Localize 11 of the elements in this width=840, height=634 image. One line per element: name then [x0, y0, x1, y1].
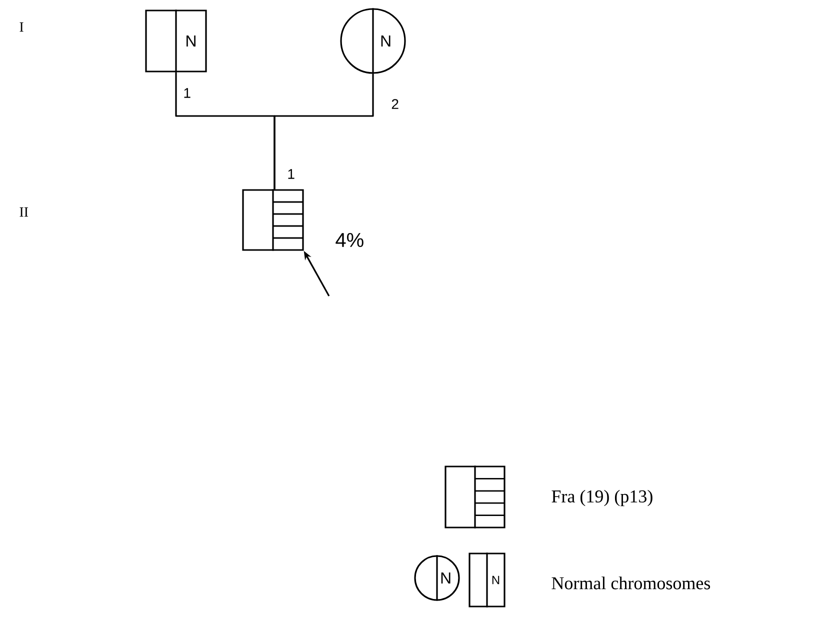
individual-number: 1 [288, 169, 294, 179]
legend-text: Normal chromosomes [552, 576, 710, 590]
fragile-site-symbol [242, 189, 304, 251]
fragile-site-symbol [444, 466, 506, 528]
generation-label: I [20, 22, 24, 32]
individual-number: 1 [184, 88, 190, 98]
legend-text: Fra (19) (p13) [552, 490, 652, 506]
descent-line [274, 74, 374, 190]
percentage-label: 4% [336, 233, 364, 247]
generation-label: II [20, 207, 28, 217]
individual-number: 2 [392, 99, 398, 109]
